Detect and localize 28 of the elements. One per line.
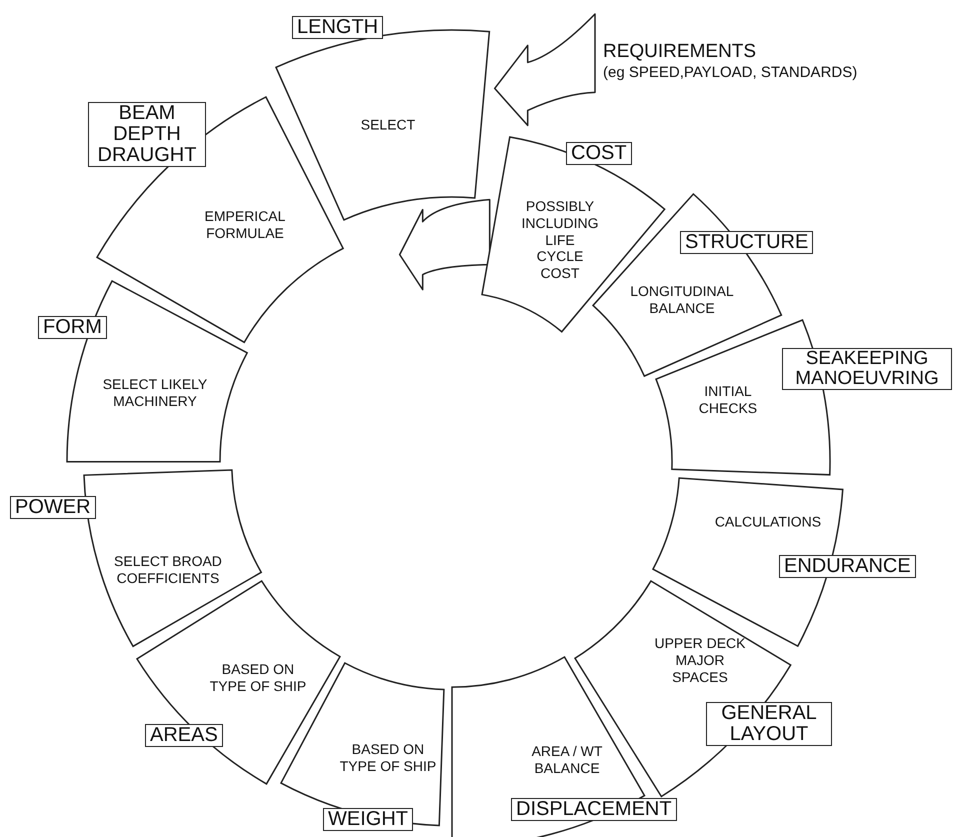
segment-text: EMPERICAL FORMULAE [204, 208, 286, 242]
segment-text: LONGITUDINAL BALANCE [629, 283, 735, 317]
label-tag: LENGTH [292, 16, 384, 39]
segment-text: POSSIBLY INCLUDING LIFE CYCLE COST [520, 198, 600, 282]
segment-text: INITIAL CHECKS [698, 383, 758, 417]
segment-text: SELECT LIKELY MACHINERY [102, 376, 208, 410]
segment-text: SELECT BROAD COEFFICIENTS [113, 553, 223, 587]
label-tag: STRUCTURE [680, 231, 814, 254]
label-tag: WEIGHT [323, 808, 413, 831]
segment-text: AREA / WT BALANCE [530, 743, 604, 777]
label-tag: FORM [38, 316, 107, 339]
label-tag: BEAM DEPTH DRAUGHT [88, 102, 206, 167]
label-tag: GENERAL LAYOUT [706, 702, 832, 746]
label-tag: AREAS [145, 724, 223, 747]
label-tag: DISPLACEMENT [511, 798, 677, 821]
segment-text: UPPER DECK MAJOR SPACES [653, 634, 746, 686]
note-text: (eg SPEED,PAYLOAD, STANDARDS) [603, 64, 858, 82]
segment-text: BASED ON TYPE OF SHIP [208, 661, 308, 695]
label-tag: ENDURANCE [779, 555, 916, 578]
label-tag: SEAKEEPING MANOEUVRING [782, 348, 952, 390]
segment-text: BASED ON TYPE OF SHIP [338, 741, 438, 775]
segment-text: SELECT [360, 116, 416, 134]
block-arrow [398, 198, 490, 290]
heading-text: REQUIREMENTS [603, 40, 758, 64]
label-tag: POWER [10, 496, 96, 519]
label-tag: COST [566, 142, 632, 165]
block-arrow [494, 13, 596, 126]
segment-text: CALCULATIONS [714, 514, 822, 530]
